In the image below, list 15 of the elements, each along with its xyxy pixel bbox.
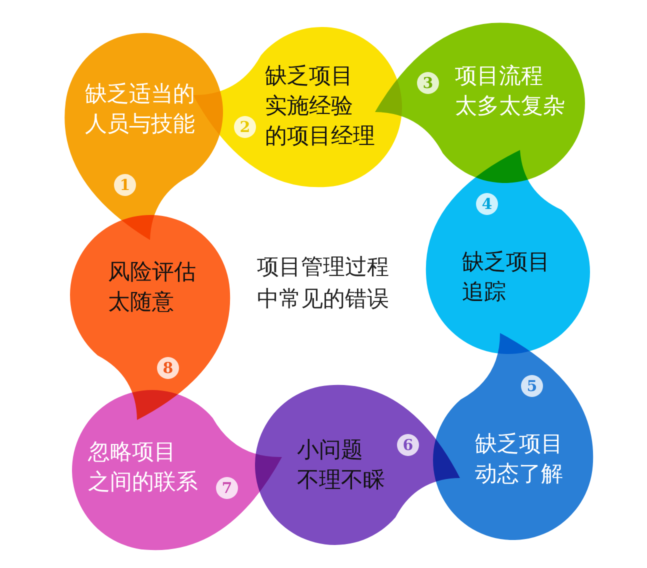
droplet-shape xyxy=(425,150,590,354)
droplet-label: 缺乏项目动态了解 xyxy=(475,431,563,489)
droplet-shape xyxy=(193,27,402,188)
droplet-shape xyxy=(70,215,231,420)
droplet-shape xyxy=(255,384,460,545)
droplet-label: 项目流程太多太复杂 xyxy=(455,63,565,121)
droplet-label: 缺乏适当的人员与技能 xyxy=(85,81,195,139)
droplet-label: 风险评估太随意 xyxy=(108,259,196,317)
droplet-label: 小问题不理不睬 xyxy=(297,437,385,495)
droplet-label: 缺乏项目追踪 xyxy=(462,249,550,307)
droplet-label: 缺乏项目实施经验的项目经理 xyxy=(265,63,375,151)
droplet-label: 忽略项目之间的联系 xyxy=(88,439,198,497)
droplet-shape xyxy=(72,390,282,551)
droplet-shape xyxy=(433,333,594,540)
center-title: 项目管理过程中常见的错误 xyxy=(257,254,389,314)
